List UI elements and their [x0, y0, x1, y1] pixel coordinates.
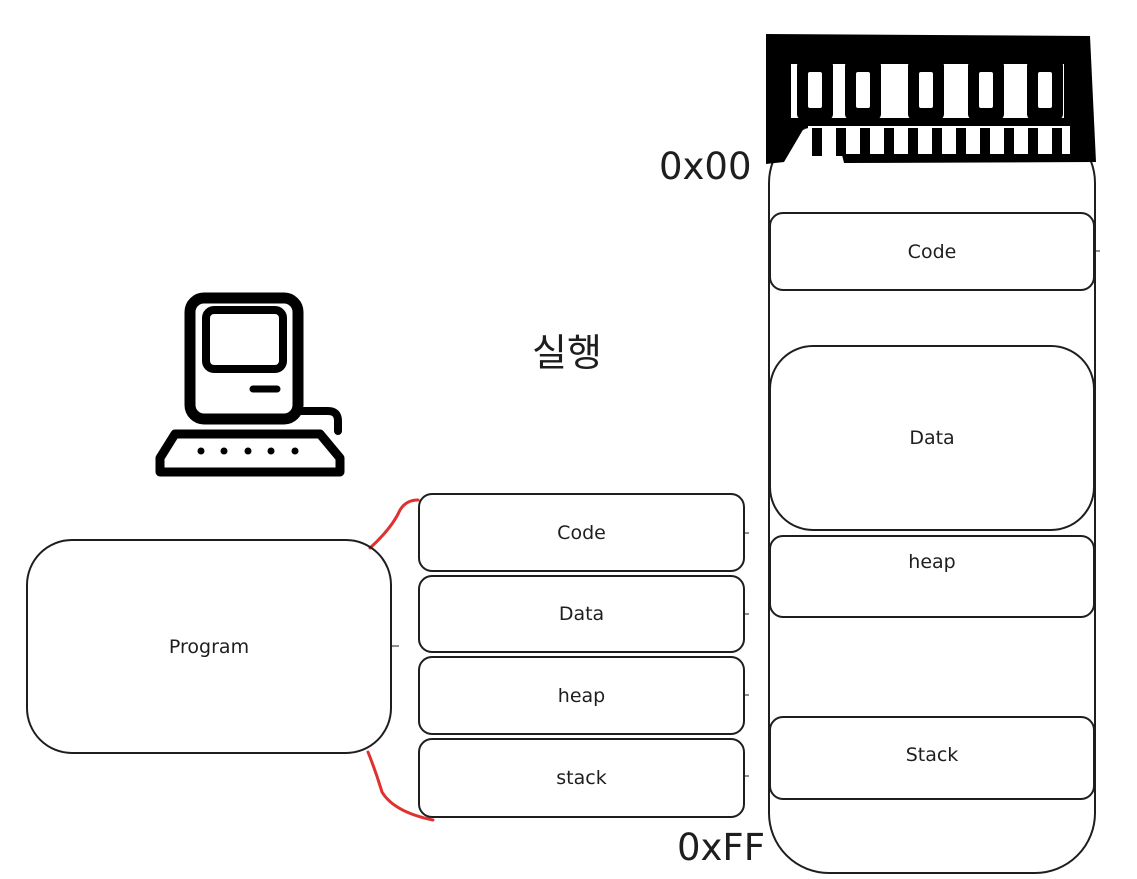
program-label: Program	[168, 635, 250, 658]
segment-data-label: Data	[558, 603, 605, 625]
execute-label: 실행	[532, 331, 602, 375]
memory-address-end: 0xFF	[677, 826, 766, 869]
segment-stack-label: stack	[556, 767, 607, 789]
memory-region-code: Code	[769, 212, 1095, 291]
segment-code-label: Code	[557, 521, 606, 544]
memory-region-stack-label: Stack	[905, 744, 959, 766]
memory-region-heap: heap	[769, 535, 1095, 618]
ram-chip-icon	[766, 34, 1096, 164]
memory-region-data-label: Data	[909, 427, 955, 449]
program-bracket	[366, 498, 435, 822]
memory-region-data: Data	[769, 345, 1095, 531]
memory-address-start: 0x00	[659, 145, 752, 188]
memory-region-heap-label: heap	[908, 550, 956, 573]
program-box: Program	[26, 539, 392, 754]
memory-region-stack: Stack	[769, 716, 1095, 800]
segment-heap-label: heap	[557, 684, 606, 707]
computer-icon	[155, 292, 345, 477]
segment-stack: stack	[418, 738, 745, 818]
segment-code: Code	[418, 493, 745, 572]
segment-data: Data	[418, 575, 745, 653]
segment-heap: heap	[418, 656, 745, 735]
memory-region-code-label: Code	[907, 240, 957, 263]
